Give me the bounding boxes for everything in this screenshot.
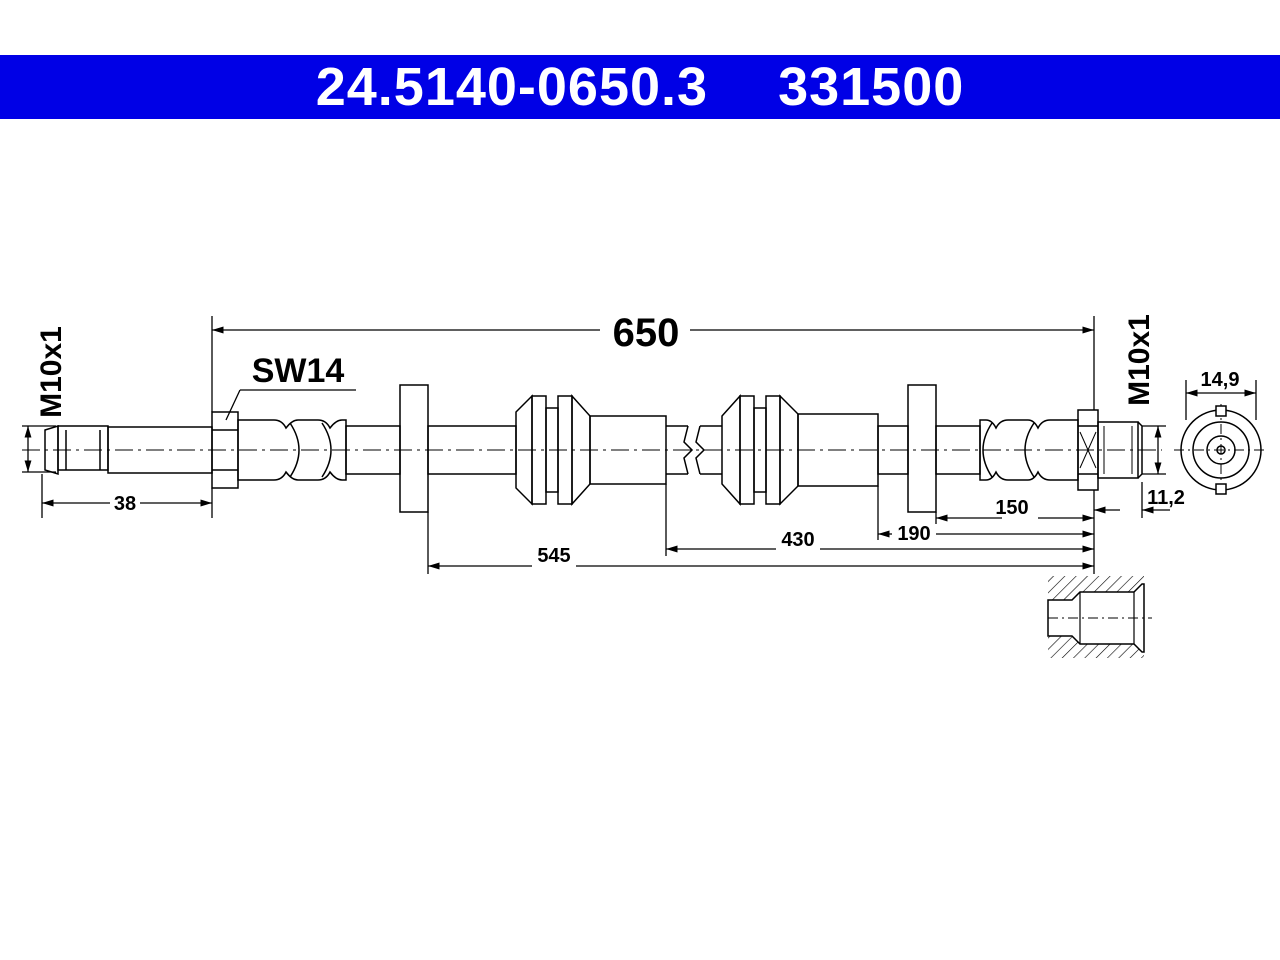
bracket-1 xyxy=(399,384,429,513)
end-view xyxy=(1174,404,1268,496)
left-thread-label: M10x1 xyxy=(35,326,68,418)
dim-650-label: 650 xyxy=(613,311,680,355)
left-thread-end xyxy=(44,424,59,476)
bracket-2 xyxy=(907,384,937,513)
dim-38-label: 38 xyxy=(114,493,136,515)
dim-430-label: 430 xyxy=(781,529,814,551)
dim-14-9-label: 14,9 xyxy=(1201,369,1240,391)
dim-190-label: 190 xyxy=(897,523,930,545)
title-bar: 24.5140-0650.3 331500 xyxy=(0,55,1280,119)
sw14-label: SW14 xyxy=(252,352,345,390)
dim-11-2-label: 11,2 xyxy=(1147,487,1185,509)
brake-hose-assembly xyxy=(44,384,1143,513)
part-number: 24.5140-0650.3 xyxy=(315,57,709,117)
dim-150-label: 150 xyxy=(995,497,1028,519)
dim-545-label: 545 xyxy=(537,545,570,567)
sw14-leader xyxy=(225,389,241,421)
break-mark-left xyxy=(666,425,688,475)
port-section-detail xyxy=(1047,576,1152,658)
article-number: 331500 xyxy=(778,57,965,117)
right-thread-label: M10x1 xyxy=(1123,314,1156,406)
